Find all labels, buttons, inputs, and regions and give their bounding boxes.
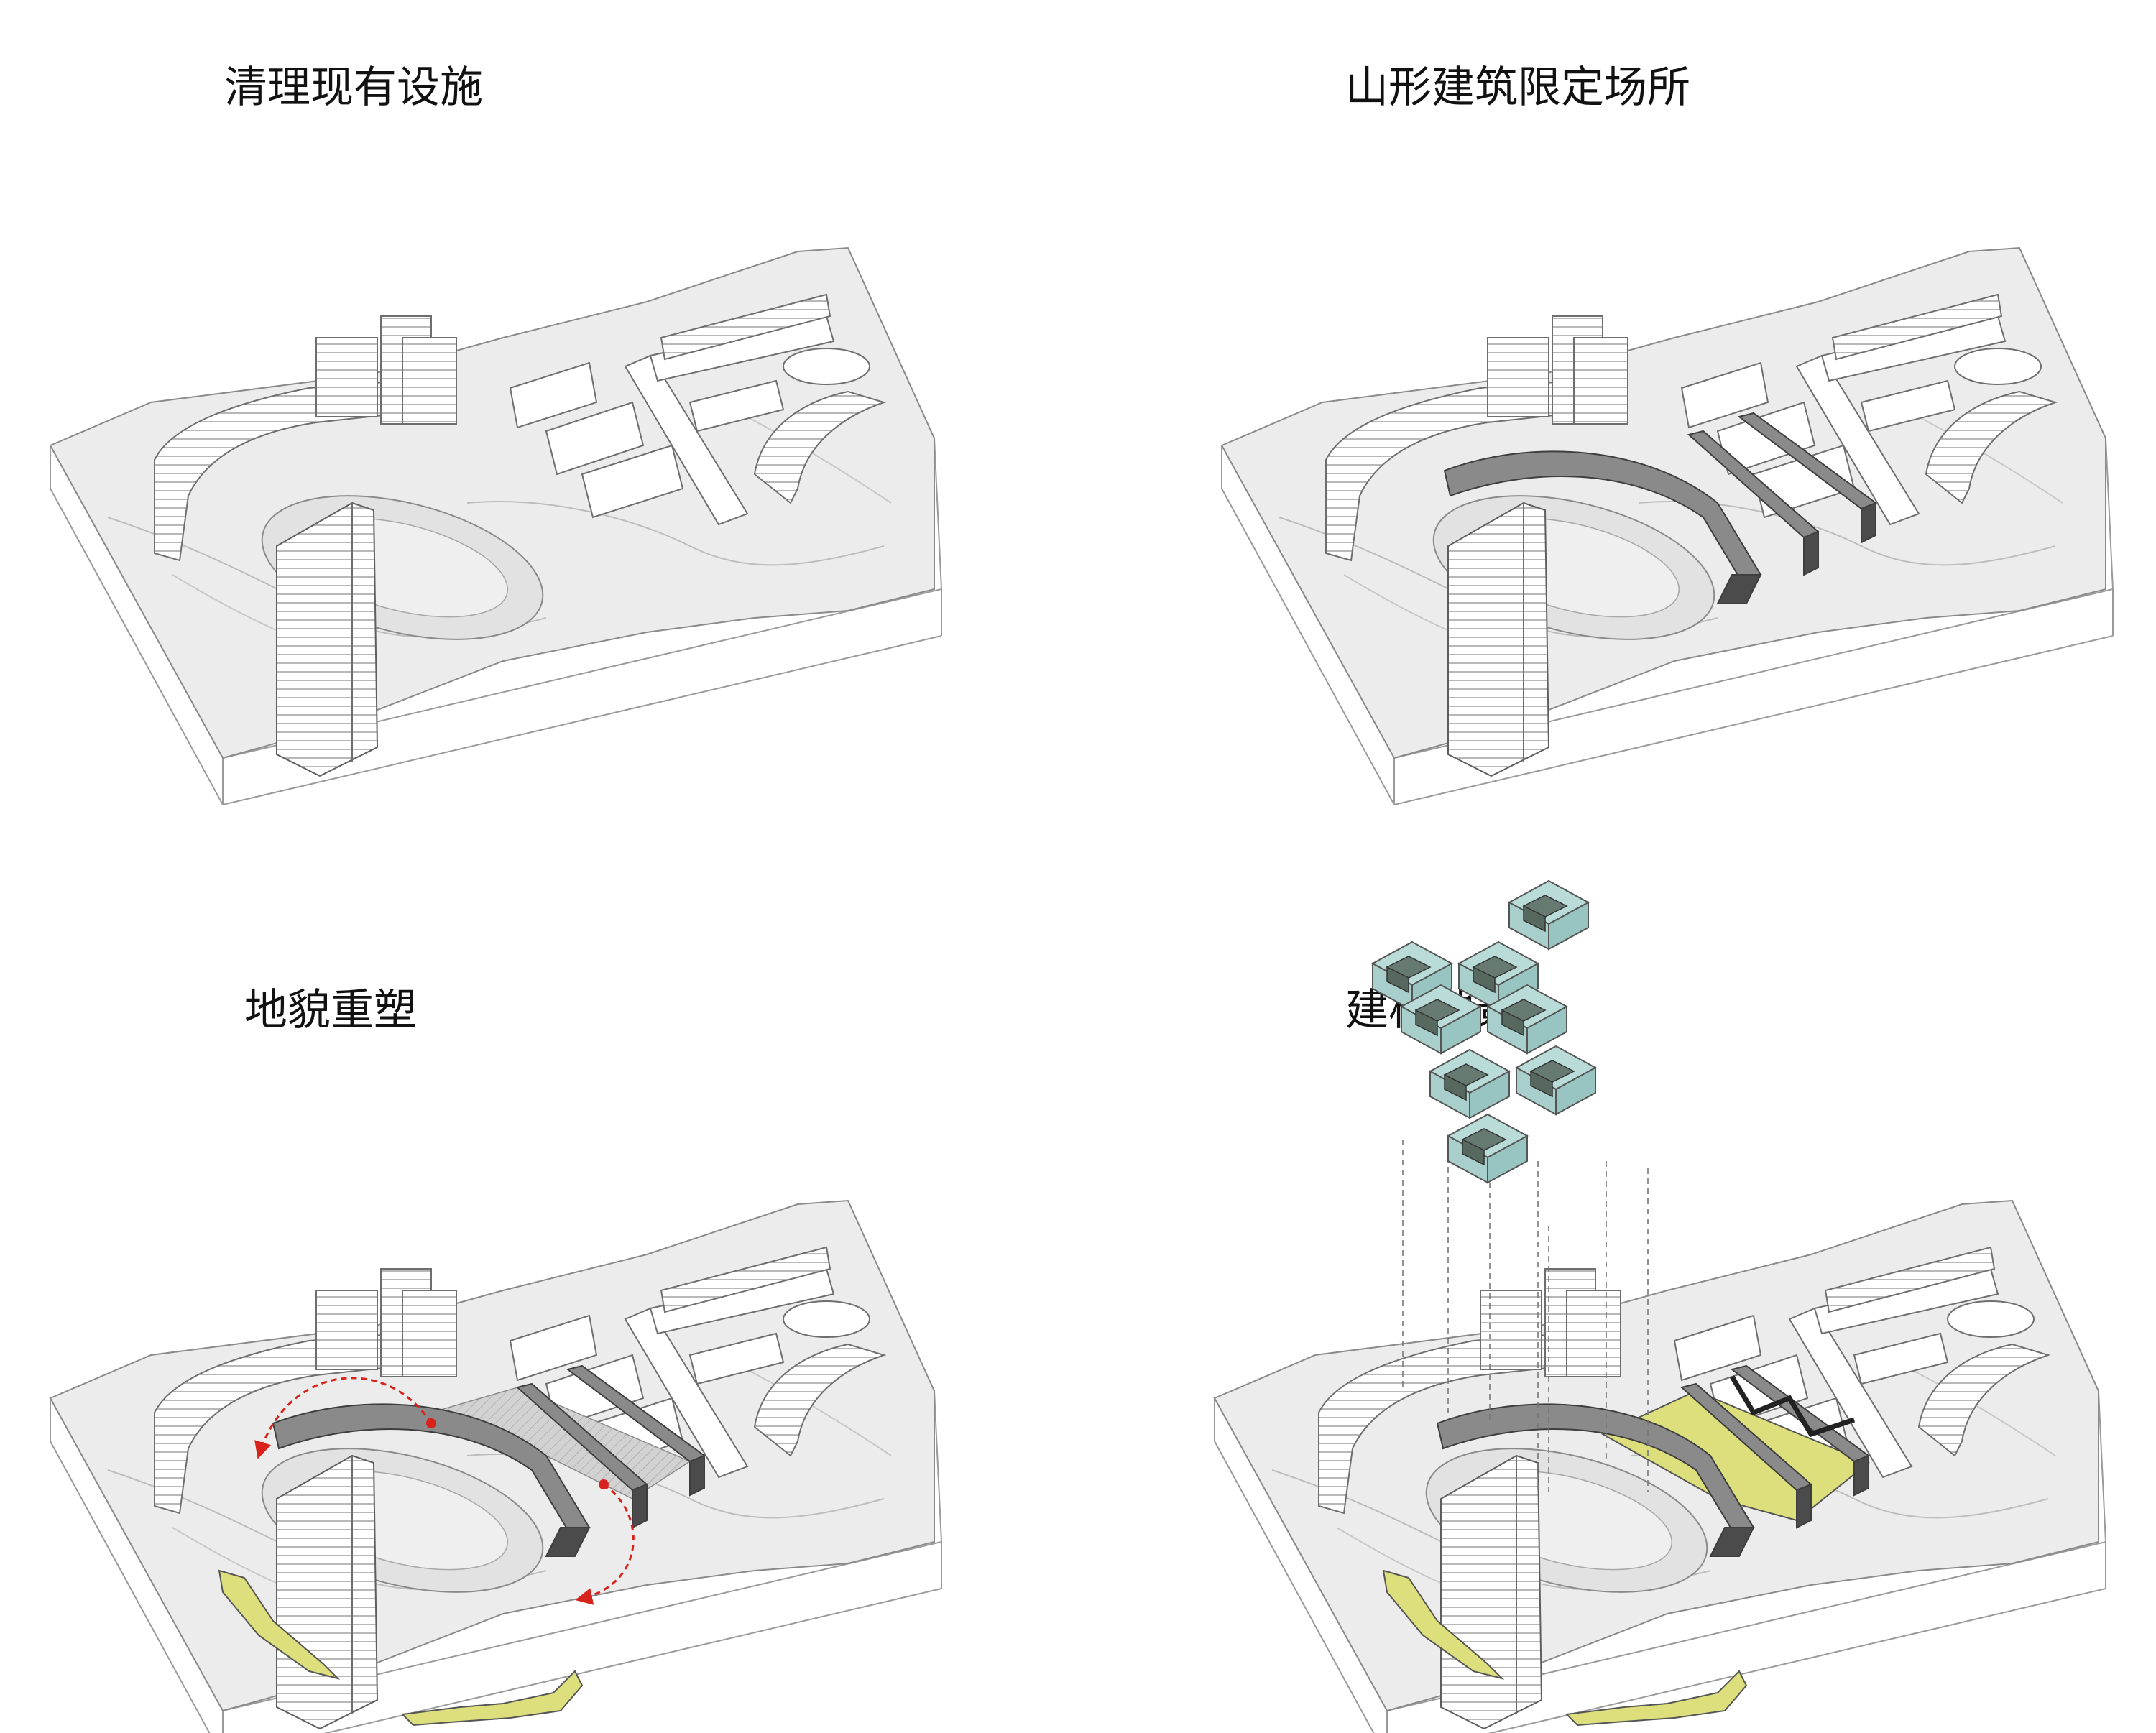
projection-lines [1402,1132,1649,1492]
panel-title-clear-existing: 清理现有设施 [224,63,483,113]
site-model-walls [1221,247,2114,805]
site-model-reshape [50,1200,942,1733]
arrow-origin-dot-right [599,1479,609,1489]
module-box-3 [1457,941,1540,1012]
relocation-arrow-right [575,1483,635,1605]
floating-modules [1370,879,1598,1184]
arrow-origin-dot-left [426,1418,436,1428]
diagram-panel-4 [1078,866,2156,1733]
module-box-1 [1507,879,1590,951]
module-box-4 [1399,984,1483,1055]
diagram-panel-1 [0,0,1078,866]
module-box-8 [1446,1113,1529,1184]
module-box-5 [1485,984,1569,1055]
module-box-7 [1514,1045,1598,1116]
panel-title-landform-reshape: 地貌重塑 [244,985,417,1035]
relocation-arrow-left [254,1377,433,1459]
elevated-walkway [1729,1375,1856,1438]
site-model-existing [50,247,942,805]
module-box-6 [1428,1048,1511,1119]
panel-title-mountain-buildings: 山形建筑限定场所 [1345,63,1690,113]
diagram-panel-3 [0,866,1078,1733]
diagram-panel-2 [1078,0,2156,866]
site-model-landscape [1214,879,2106,1733]
